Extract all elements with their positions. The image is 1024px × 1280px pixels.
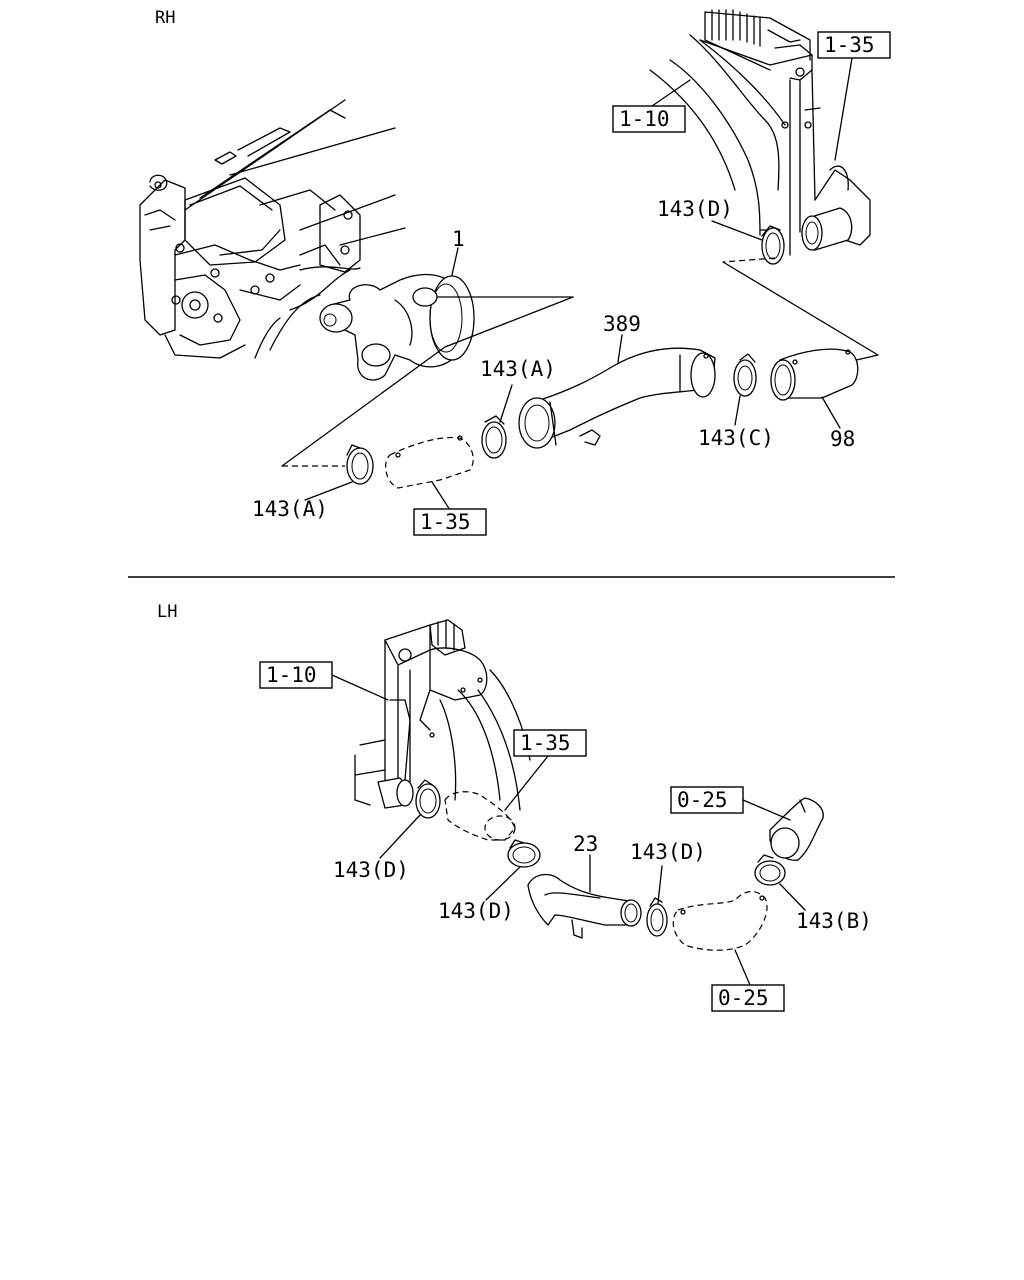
pipe-23: [527, 873, 642, 939]
ref-box-1-10: [612, 105, 686, 133]
ref-0-25-bottom: 0-25: [718, 986, 769, 1010]
label-part-98: 98: [830, 427, 855, 451]
ref-box-1-35-bottom: [413, 508, 487, 536]
leader-ref-0-25-top: [742, 799, 791, 821]
section-label-lh: LH: [157, 602, 177, 622]
lh-ref-box-1-35: [513, 729, 587, 757]
hose-0-25-lower: [672, 890, 768, 951]
lh-ref-1-10: 1-10: [266, 663, 317, 687]
leader-clamp-a-upper: [499, 384, 513, 423]
lh-ref-1-35: 1-35: [520, 731, 571, 755]
connect-line-4: [722, 261, 879, 356]
label-part-23: 23: [573, 832, 598, 856]
leader-ref-1-35-bottom: [431, 481, 451, 511]
label-clamp-d-lh-left: 143(D): [333, 858, 409, 882]
clamp-143b: [754, 854, 786, 886]
pipe-389: [518, 347, 716, 449]
lh-radiator-illustration: [354, 619, 531, 811]
leader-clamp-d-lh-right: [657, 865, 663, 904]
leader-clamp-d-lh-left: [379, 814, 421, 859]
clamp-143d-lh-right: [646, 897, 668, 937]
hose-1-35-lower: [384, 435, 474, 489]
leader-ref-0-25-bottom: [734, 949, 751, 986]
clamp-143a-upper: [481, 415, 507, 459]
turbo-outlet-part-1: [319, 273, 475, 381]
ref-0-25-top: 0-25: [677, 788, 728, 812]
ref-box-1-35-top: [817, 31, 891, 59]
ref-1-35-bottom: 1-35: [420, 510, 471, 534]
label-part-1: 1: [452, 227, 465, 251]
leader-clamp-a-lower: [304, 481, 353, 501]
clamp-143d-lh-mid: [507, 839, 541, 868]
leader-part-98: [821, 396, 841, 429]
label-clamp-c: 143(C): [698, 426, 774, 450]
ref-1-35-top: 1-35: [824, 33, 875, 57]
hose-0-25-upper: [769, 797, 824, 861]
label-clamp-a-lower: 143(A): [252, 497, 328, 521]
leader-part-389: [617, 334, 623, 363]
clamp-143a-lower: [346, 444, 374, 485]
label-clamp-d-lh-right: 143(D): [630, 840, 706, 864]
clamp-143d-top: [761, 225, 785, 265]
engine-block-illustration: [139, 99, 406, 359]
hose-1-35-lh: [444, 791, 516, 841]
connect-dash-2: [722, 257, 776, 263]
label-clamp-a-upper: 143(A): [480, 357, 556, 381]
ref-box-0-25-bottom: [711, 984, 785, 1012]
section-label-rh: RH: [155, 8, 175, 28]
leader-clamp-d-lh-mid: [485, 866, 521, 901]
leader-ref-1-35-top: [834, 57, 853, 161]
leader-clamp-d-top: [711, 220, 763, 241]
leader-ref-1-10: [651, 79, 691, 107]
label-clamp-d-lh-mid: 143(D): [438, 899, 514, 923]
ref-box-0-25-top: [670, 786, 744, 814]
label-part-389: 389: [603, 312, 641, 336]
leader-clamp-c: [734, 395, 741, 426]
clamp-143c: [733, 353, 757, 397]
hose-98: [770, 348, 859, 401]
leader-part-1: [451, 247, 459, 276]
leader-lh-ref-1-10: [331, 674, 389, 701]
clamp-143d-lh-left: [415, 779, 441, 819]
label-clamp-d-top: 143(D): [657, 197, 733, 221]
label-clamp-b: 143(B): [796, 909, 872, 933]
connect-line-2: [444, 296, 574, 348]
leader-lh-ref-1-35: [504, 755, 549, 811]
leader-clamp-b: [779, 883, 806, 911]
connect-line-3: [281, 346, 446, 467]
ref-1-10: 1-10: [619, 107, 670, 131]
radiator-illustration: [649, 9, 871, 256]
